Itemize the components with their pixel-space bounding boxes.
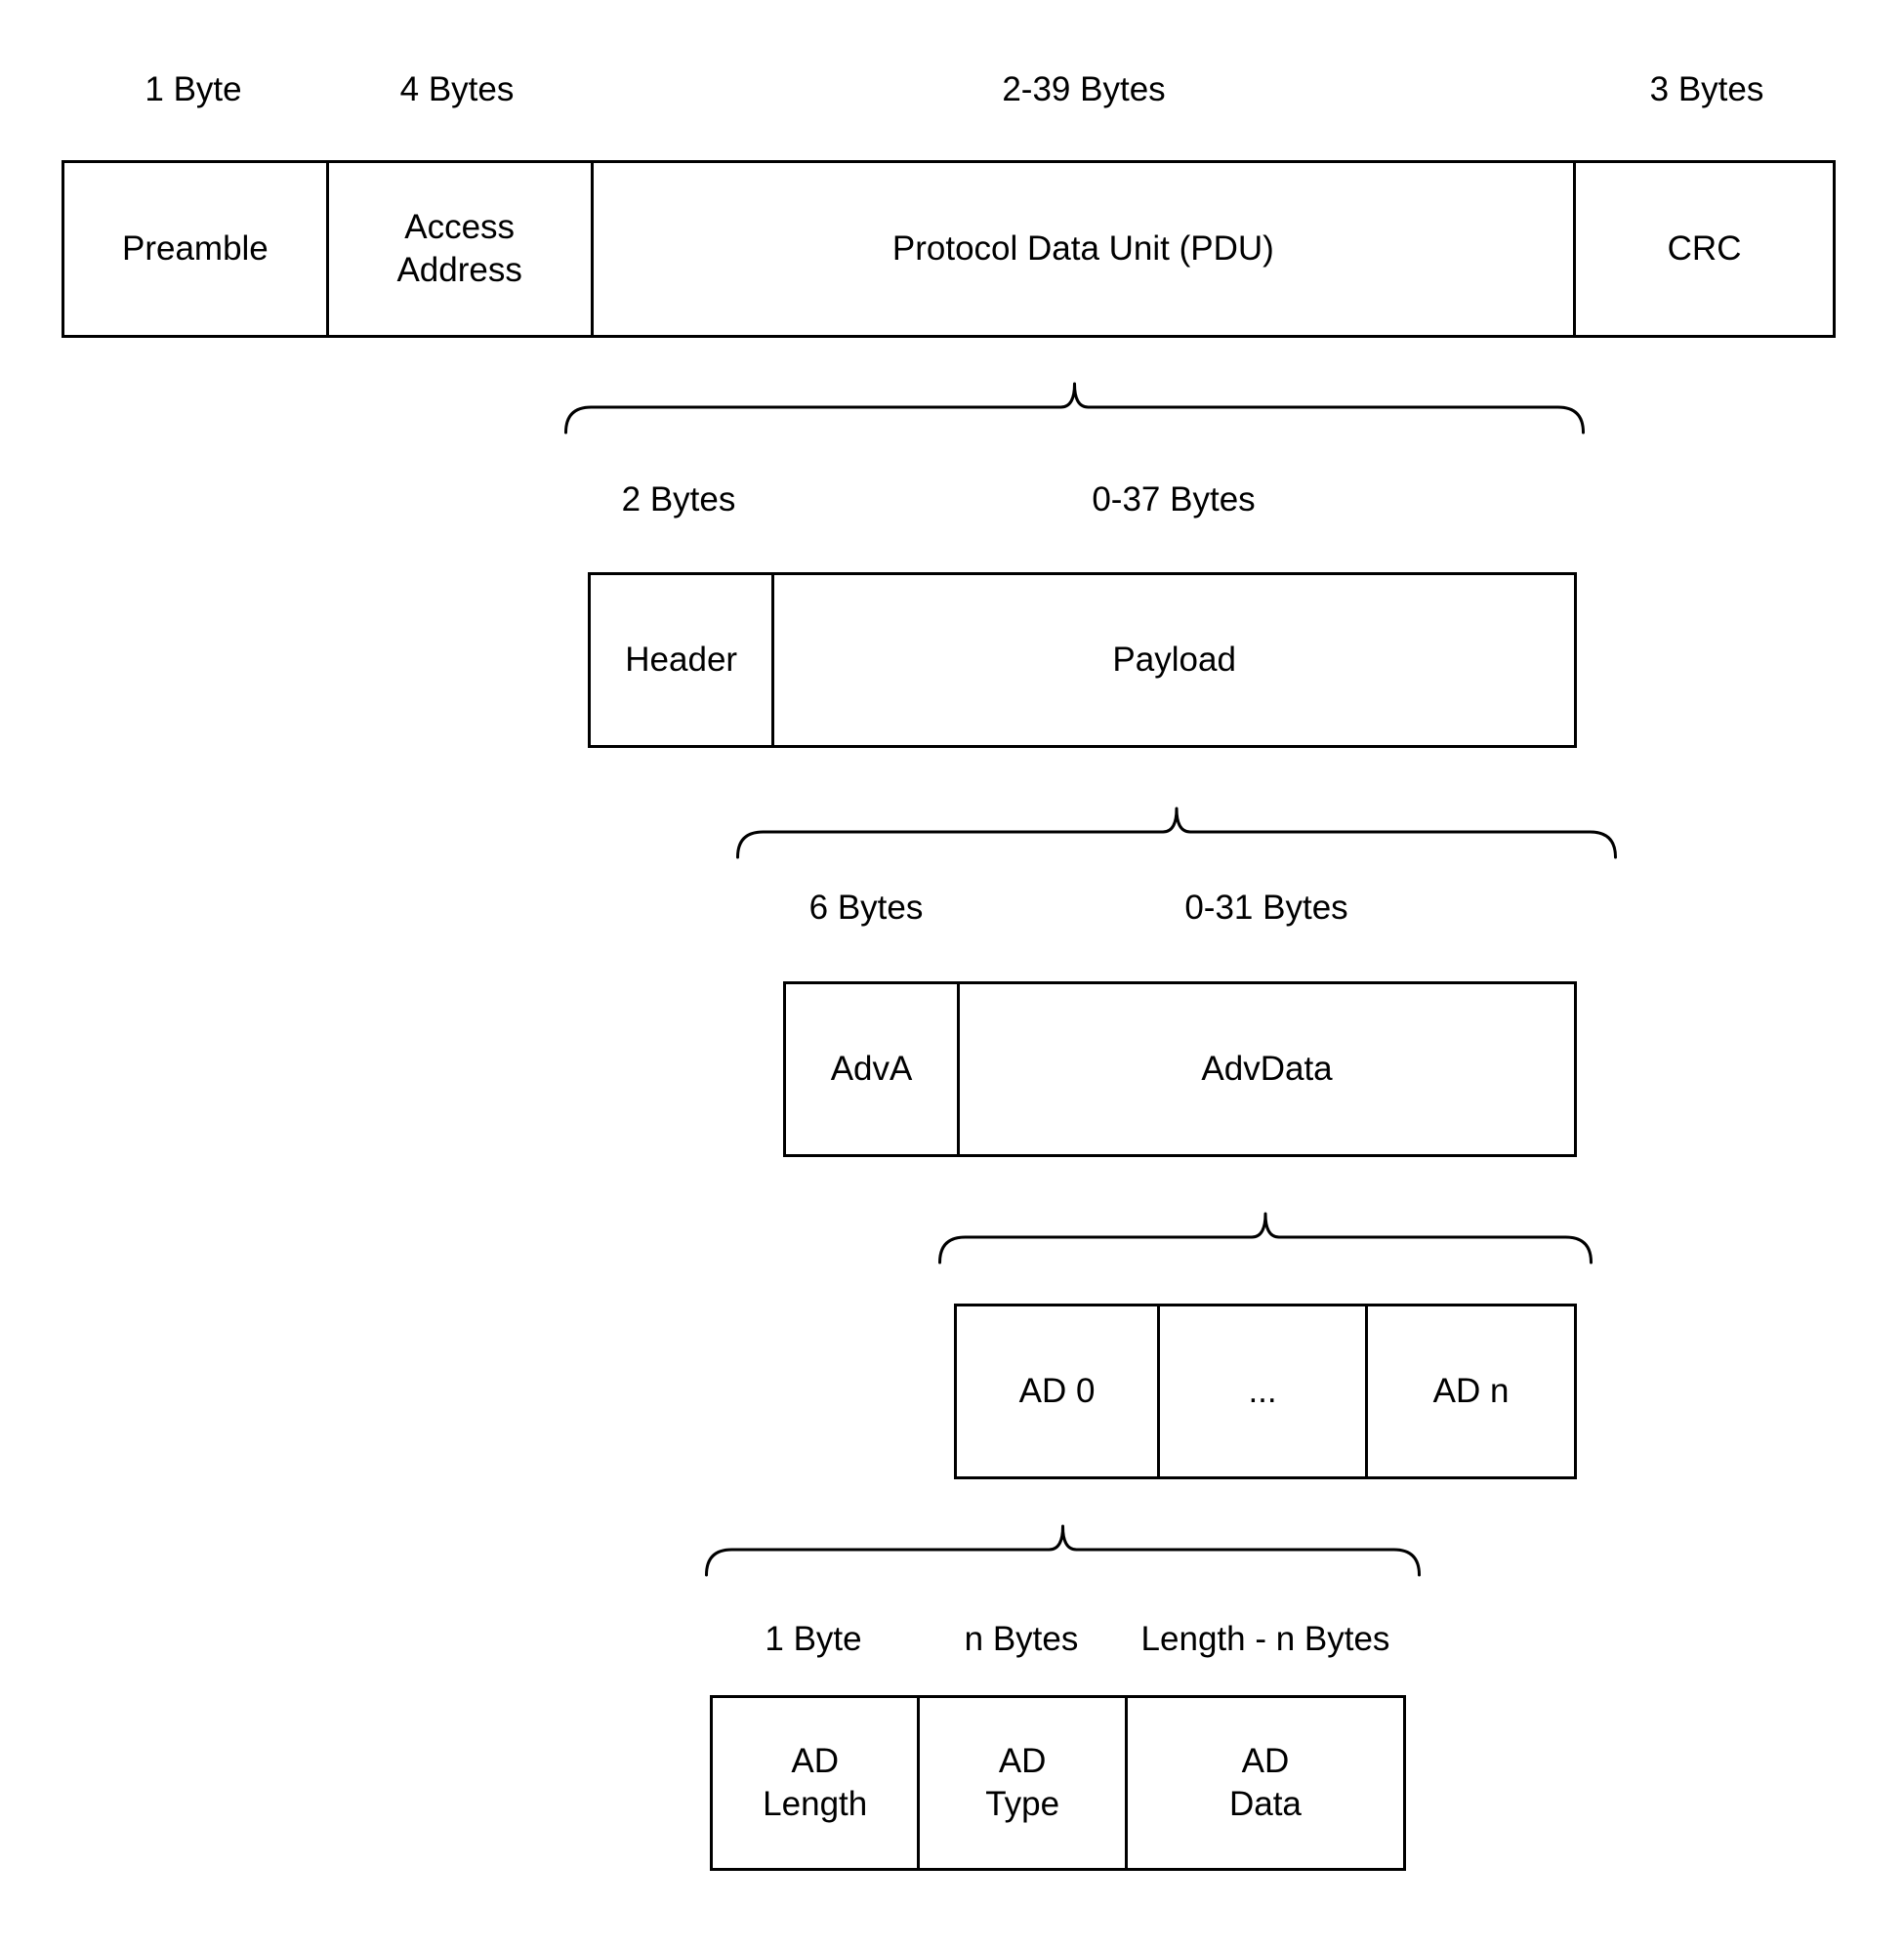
cell-pdu: Protocol Data Unit (PDU): [590, 163, 1574, 335]
cell-ad-data: AD Data: [1124, 1698, 1403, 1868]
packet-row: Preamble Access Address Protocol Data Un…: [62, 160, 1836, 338]
brace-advdata-expansion: [938, 1212, 1593, 1264]
size-label-access-address: 4 Bytes: [399, 70, 515, 108]
brace-ad-expansion: [705, 1524, 1421, 1577]
pdu-row: Header Payload: [588, 572, 1577, 748]
cell-adn: AD n: [1365, 1306, 1574, 1476]
size-label-ad-type: n Bytes: [964, 1620, 1079, 1658]
size-label-ad-length: 1 Byte: [765, 1620, 862, 1658]
cell-header: Header: [625, 641, 738, 680]
brace-pdu-expansion: [564, 382, 1585, 435]
size-label-preamble: 1 Byte: [145, 70, 242, 108]
cell-access-address: Access Address: [325, 163, 591, 335]
cell-ad0: AD 0: [1018, 1372, 1096, 1411]
size-label-ad-data: Length - n Bytes: [1140, 1620, 1390, 1658]
cell-preamble: Preamble: [121, 229, 269, 269]
ad-structure-row: AD Length AD Type AD Data: [710, 1695, 1406, 1871]
cell-ad-ellipsis: ...: [1157, 1306, 1365, 1476]
size-label-payload: 0-37 Bytes: [1092, 480, 1256, 518]
cell-adva: AdvA: [830, 1050, 913, 1089]
cell-ad-length: AD Length: [763, 1742, 868, 1823]
cell-payload: Payload: [771, 575, 1574, 745]
payload-row: AdvA AdvData: [783, 981, 1577, 1157]
advdata-row: AD 0 ... AD n: [954, 1304, 1577, 1479]
size-label-crc: 3 Bytes: [1649, 70, 1764, 108]
size-label-pdu: 2-39 Bytes: [1002, 70, 1166, 108]
cell-crc: CRC: [1573, 163, 1833, 335]
cell-advdata: AdvData: [957, 984, 1574, 1154]
size-label-header: 2 Bytes: [621, 480, 736, 518]
size-label-advdata: 0-31 Bytes: [1184, 889, 1348, 927]
cell-ad-type: AD Type: [917, 1698, 1124, 1868]
brace-payload-expansion: [736, 807, 1617, 859]
size-label-adva: 6 Bytes: [808, 889, 924, 927]
